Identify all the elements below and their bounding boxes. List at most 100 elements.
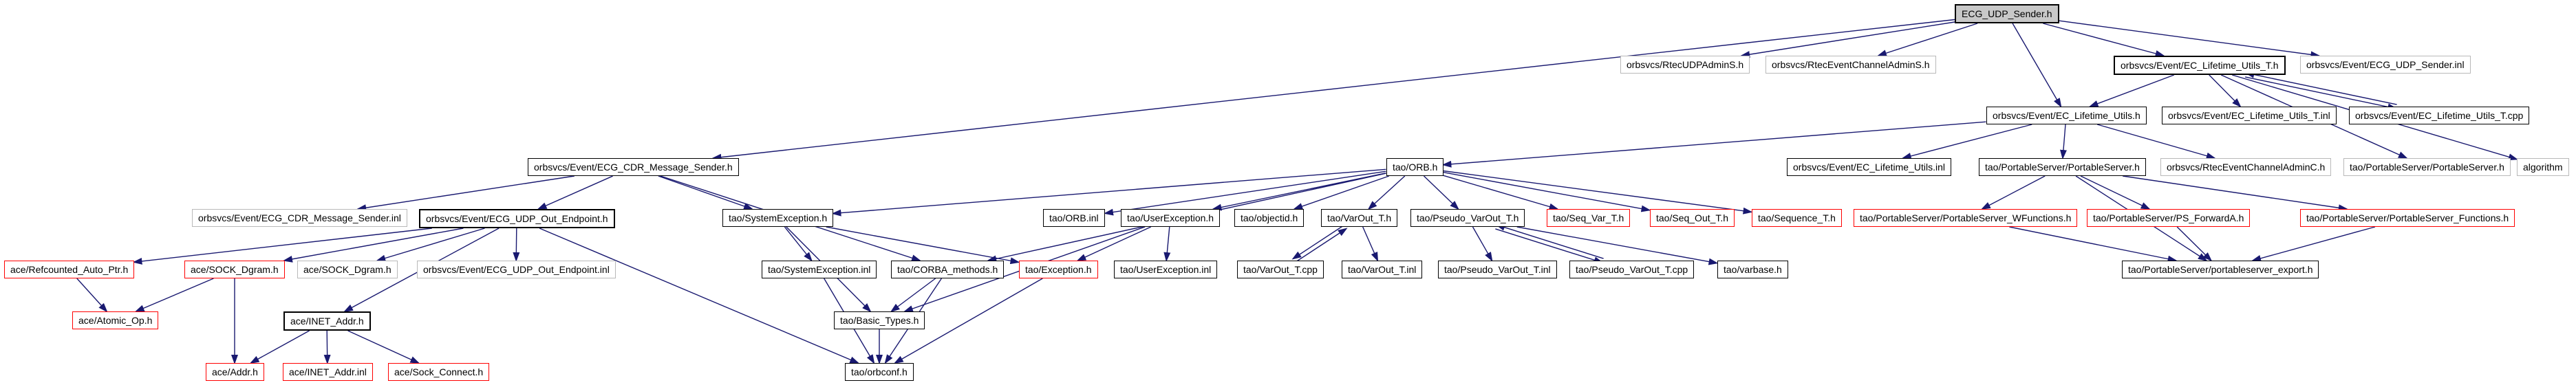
dependency-edge	[893, 278, 1043, 364]
graph-node-inet_addr_inl[interactable]: ace/INET_Addr.inl	[283, 363, 373, 381]
dependency-edge	[2209, 74, 2242, 108]
graph-node-ecg_udp_out_endpoint_inl[interactable]: orbsvcs/Event/ECG_UDP_Out_Endpoint.inl	[417, 261, 616, 278]
dependency-edge	[323, 330, 331, 364]
graph-node-sequence_t_h[interactable]: tao/Sequence_T.h	[1752, 209, 1842, 227]
dependency-edge	[784, 226, 813, 262]
graph-node-atomic_op_h[interactable]: ace/Atomic_Op.h	[72, 311, 159, 329]
dependency-edge	[1295, 228, 1348, 263]
graph-node-ps_export_h[interactable]: tao/PortableServer/portableserver_export…	[2122, 261, 2319, 278]
dependency-edge	[1212, 173, 1386, 211]
dependency-edge	[537, 175, 613, 210]
dependency-edge	[1163, 226, 1171, 262]
graph-node-ec_lifetime_utils_t_inl[interactable]: orbsvcs/Event/EC_Lifetime_Utils_T.inl	[2162, 107, 2337, 124]
graph-node-varout_t_cpp[interactable]: tao/VarOut_T.cpp	[1237, 261, 1324, 278]
dependency-edge	[826, 226, 1020, 265]
graph-node-pseudo_varout_t_inl[interactable]: tao/Pseudo_VarOut_T.inl	[1438, 261, 1557, 278]
dependency-edge	[1901, 124, 2032, 160]
graph-node-algorithm[interactable]: algorithm	[2517, 158, 2569, 176]
graph-node-varout_t_inl[interactable]: tao/VarOut_T.inl	[1342, 261, 1423, 278]
dependency-edge	[2176, 226, 2213, 262]
graph-node-ec_lifetime_utils_h[interactable]: orbsvcs/Event/EC_Lifetime_Utils.h	[1986, 107, 2147, 124]
dependency-edge	[2059, 20, 2321, 58]
graph-node-ecg_cdr_sender_inl[interactable]: orbsvcs/Event/ECG_CDR_Message_Sender.inl	[192, 209, 407, 227]
graph-node-refcounted_auto_ptr_h[interactable]: ace/Refcounted_Auto_Ptr.h	[4, 261, 135, 278]
graph-node-portableserver_h_2[interactable]: tao/PortableServer/PortableServer.h	[2343, 158, 2511, 176]
graph-node-rtec_udp_admin_s[interactable]: orbsvcs/RtecUDPAdminS.h	[1620, 56, 1750, 74]
dependency-edge	[513, 228, 520, 262]
graph-node-orbconf_h[interactable]: tao/orbconf.h	[845, 363, 914, 381]
dependency-edge	[376, 228, 485, 262]
dependency-edge	[1472, 226, 1493, 262]
graph-node-ps_forwarda_h[interactable]: tao/PortableServer/PS_ForwardA.h	[2087, 209, 2251, 227]
dependency-edge	[1104, 170, 1386, 216]
dependency-edge	[2244, 71, 2397, 105]
graph-node-exception_h[interactable]: tao/Exception.h	[1019, 261, 1098, 278]
dependency-edge	[831, 168, 1386, 217]
dependency-edge	[283, 228, 464, 263]
dependency-edge	[249, 330, 310, 364]
dependency-edge	[134, 278, 214, 312]
graph-node-varout_t_h[interactable]: tao/VarOut_T.h	[1321, 209, 1398, 227]
graph-node-ps_functions_h[interactable]: tao/PortableServer/PortableServer_Functi…	[2300, 209, 2515, 227]
graph-node-ec_lifetime_utils_t_cpp[interactable]: orbsvcs/Event/EC_Lifetime_Utils_T.cpp	[2349, 107, 2530, 124]
graph-node-orb_inl[interactable]: tao/ORB.inl	[1043, 209, 1105, 227]
graph-node-addr_h[interactable]: ace/Addr.h	[206, 363, 264, 381]
dependency-edge	[1424, 175, 1459, 210]
graph-node-ec_lifetime_utils_t_h[interactable]: orbsvcs/Event/EC_Lifetime_Utils_T.h	[2114, 56, 2286, 75]
dependency-edge	[890, 278, 936, 313]
graph-node-ecg_udp_sender_h[interactable]: ECG_UDP_Sender.h	[1955, 4, 2059, 23]
graph-node-ps_wfunctions_h[interactable]: tao/PortableServer/PortableServer_WFunct…	[1854, 209, 2078, 227]
dependency-edge	[2059, 124, 2067, 160]
graph-node-seq_var_t_h[interactable]: tao/Seq_Var_T.h	[1547, 209, 1631, 227]
dependency-edge	[1441, 121, 1986, 168]
dependency-edge	[76, 278, 108, 313]
graph-node-basic_types_h[interactable]: tao/Basic_Types.h	[834, 311, 925, 329]
dependency-edge	[1981, 175, 2046, 210]
graph-node-userexception_h[interactable]: tao/UserException.h	[1121, 209, 1221, 227]
graph-node-sock_connect_h[interactable]: ace/Sock_Connect.h	[388, 363, 490, 381]
dependency-edge	[1293, 175, 1390, 210]
dependency-edge	[1740, 21, 1955, 58]
dependency-edge	[1076, 226, 1151, 261]
dependency-edge	[1443, 171, 1651, 212]
graph-node-sock_dgram_h[interactable]: ace/SOCK_Dgram.h	[297, 261, 398, 278]
dependency-edge	[1367, 175, 1406, 210]
dependency-edge	[539, 228, 860, 364]
dependency-edge	[658, 175, 753, 210]
graph-node-ecg_cdr_sender_h[interactable]: orbsvcs/Event/ECG_CDR_Message_Sender.h	[528, 158, 739, 176]
dependency-edge	[2088, 74, 2175, 107]
dependency-edge	[132, 228, 432, 265]
graph-node-sock_dgram_h_red[interactable]: ace/SOCK_Dgram.h	[184, 261, 285, 278]
graph-node-inet_addr_h[interactable]: ace/INET_Addr.h	[283, 311, 371, 331]
dependency-edge	[2012, 23, 2062, 108]
dependency-edge	[356, 175, 575, 212]
dependency-edge	[1876, 23, 1978, 57]
graph-node-objectid_h[interactable]: tao/objectid.h	[1234, 209, 1305, 227]
graph-node-pseudo_varout_t_cpp[interactable]: tao/Pseudo_VarOut_T.cpp	[1569, 261, 1695, 278]
graph-node-rtec_ec_admin_c[interactable]: orbsvcs/RtecEventChannelAdminC.h	[2160, 158, 2332, 176]
dependency-edge	[2080, 175, 2151, 210]
graph-node-ecg_udp_out_endpoint_h[interactable]: orbsvcs/Event/ECG_UDP_Out_Endpoint.h	[419, 209, 615, 228]
graph-node-varbase_h[interactable]: tao/varbase.h	[1717, 261, 1788, 278]
graph-node-corba_methods_h[interactable]: tao/CORBA_methods.h	[891, 261, 1005, 278]
graph-node-userexception_inl[interactable]: tao/UserException.inl	[1114, 261, 1218, 278]
graph-node-ecg_udp_sender_inl[interactable]: orbsvcs/Event/ECG_UDP_Sender.inl	[2300, 56, 2471, 74]
dependency-edge	[2043, 23, 2165, 57]
graph-node-orb_h[interactable]: tao/ORB.h	[1386, 158, 1444, 176]
graph-node-portableserver_h[interactable]: tao/PortableServer/PortableServer.h	[1979, 158, 2146, 176]
graph-node-rtec_ec_admin_s[interactable]: orbsvcs/RtecEventChannelAdminS.h	[1765, 56, 1936, 74]
dependency-edge	[2251, 226, 2376, 262]
graph-node-ec_lifetime_utils_inl[interactable]: orbsvcs/Event/EC_Lifetime_Utils.inl	[1787, 158, 1951, 176]
graph-node-pseudo_varout_t_h[interactable]: tao/Pseudo_VarOut_T.h	[1410, 209, 1525, 227]
dependency-edge	[711, 19, 1955, 161]
graph-node-seq_out_t_h[interactable]: tao/Seq_Out_T.h	[1650, 209, 1735, 227]
dependency-edge	[2097, 124, 2216, 160]
graph-node-systemexception_inl[interactable]: tao/SystemException.inl	[762, 261, 877, 278]
dependency-edge	[1495, 223, 1604, 259]
dependency-edge	[1495, 228, 1604, 264]
graph-node-systemexception_h[interactable]: tao/SystemException.h	[722, 209, 834, 227]
dependency-edge	[1443, 175, 1559, 210]
dependency-edge	[1362, 226, 1379, 262]
